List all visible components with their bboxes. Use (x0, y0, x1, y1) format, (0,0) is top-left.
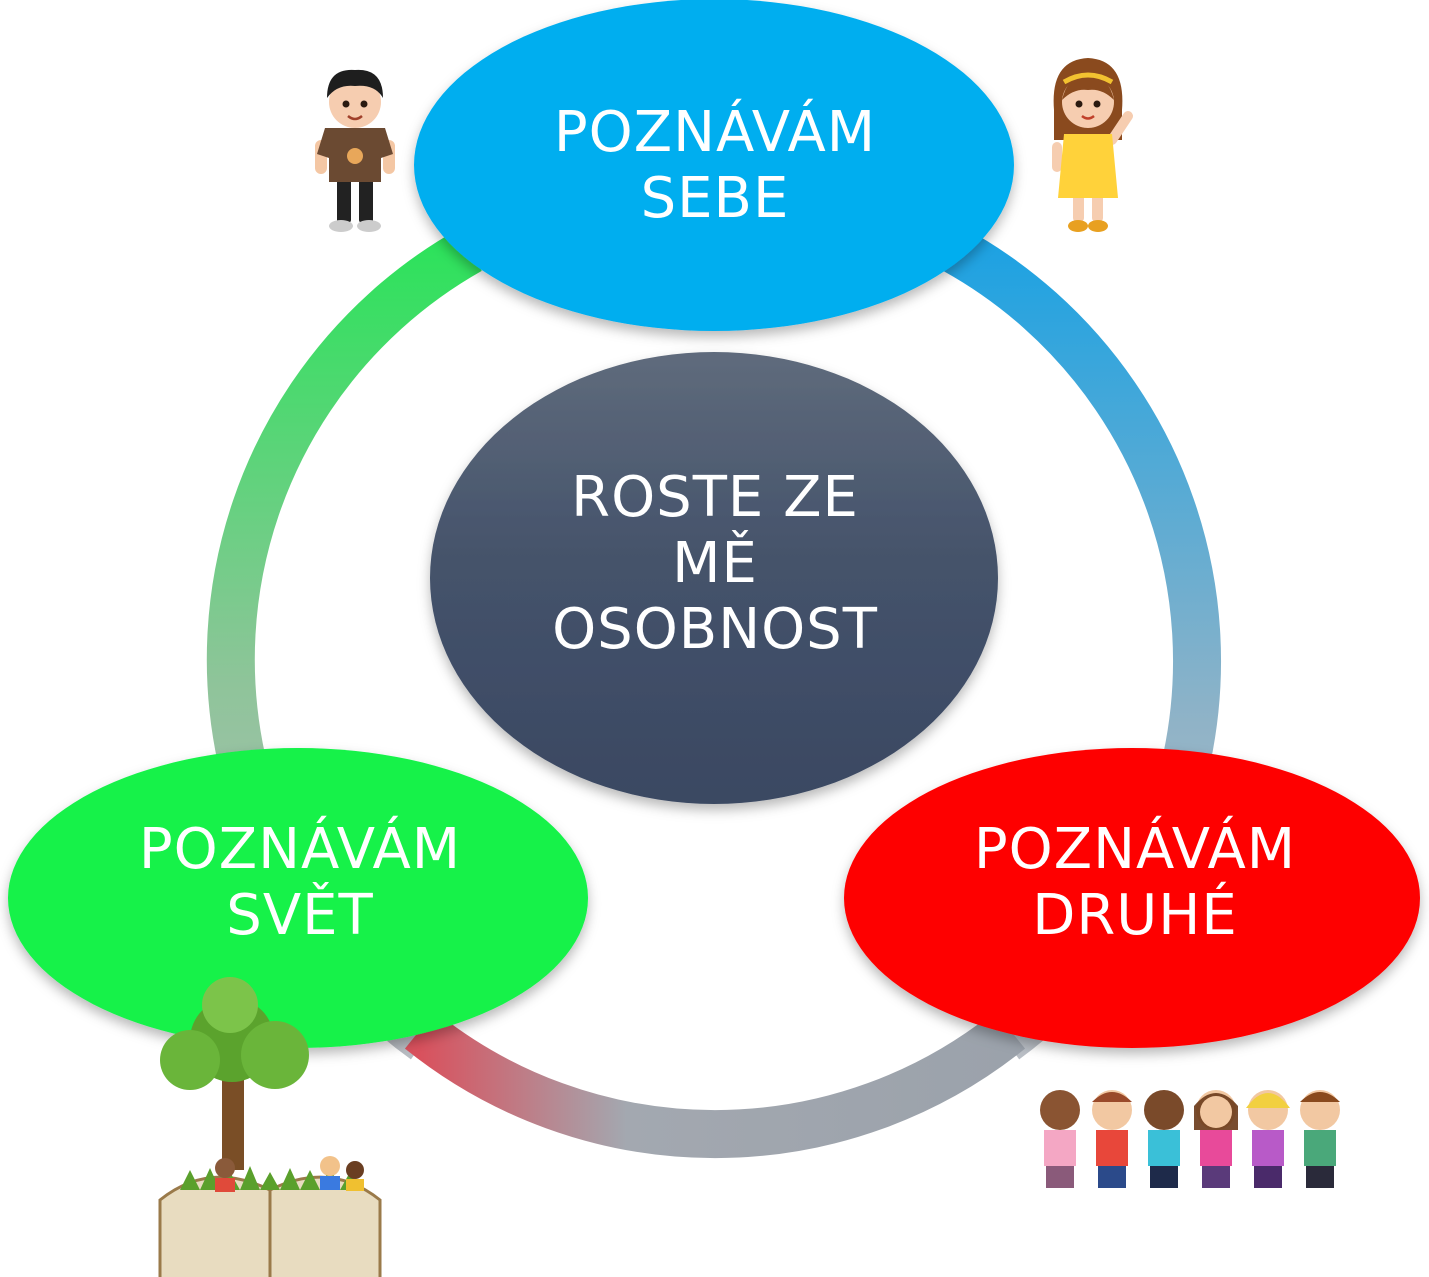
node-ellipse-top (414, 0, 1014, 331)
boy-icon (315, 69, 395, 232)
center-ellipse (430, 352, 998, 804)
tree-book-icon (158, 977, 382, 1277)
children-group-icon (1040, 1090, 1340, 1188)
node-ellipse-right (844, 748, 1420, 1048)
girl-icon (1052, 58, 1133, 232)
ring-arc-bottom (404, 1011, 1026, 1159)
node-ellipse-left (8, 748, 588, 1048)
